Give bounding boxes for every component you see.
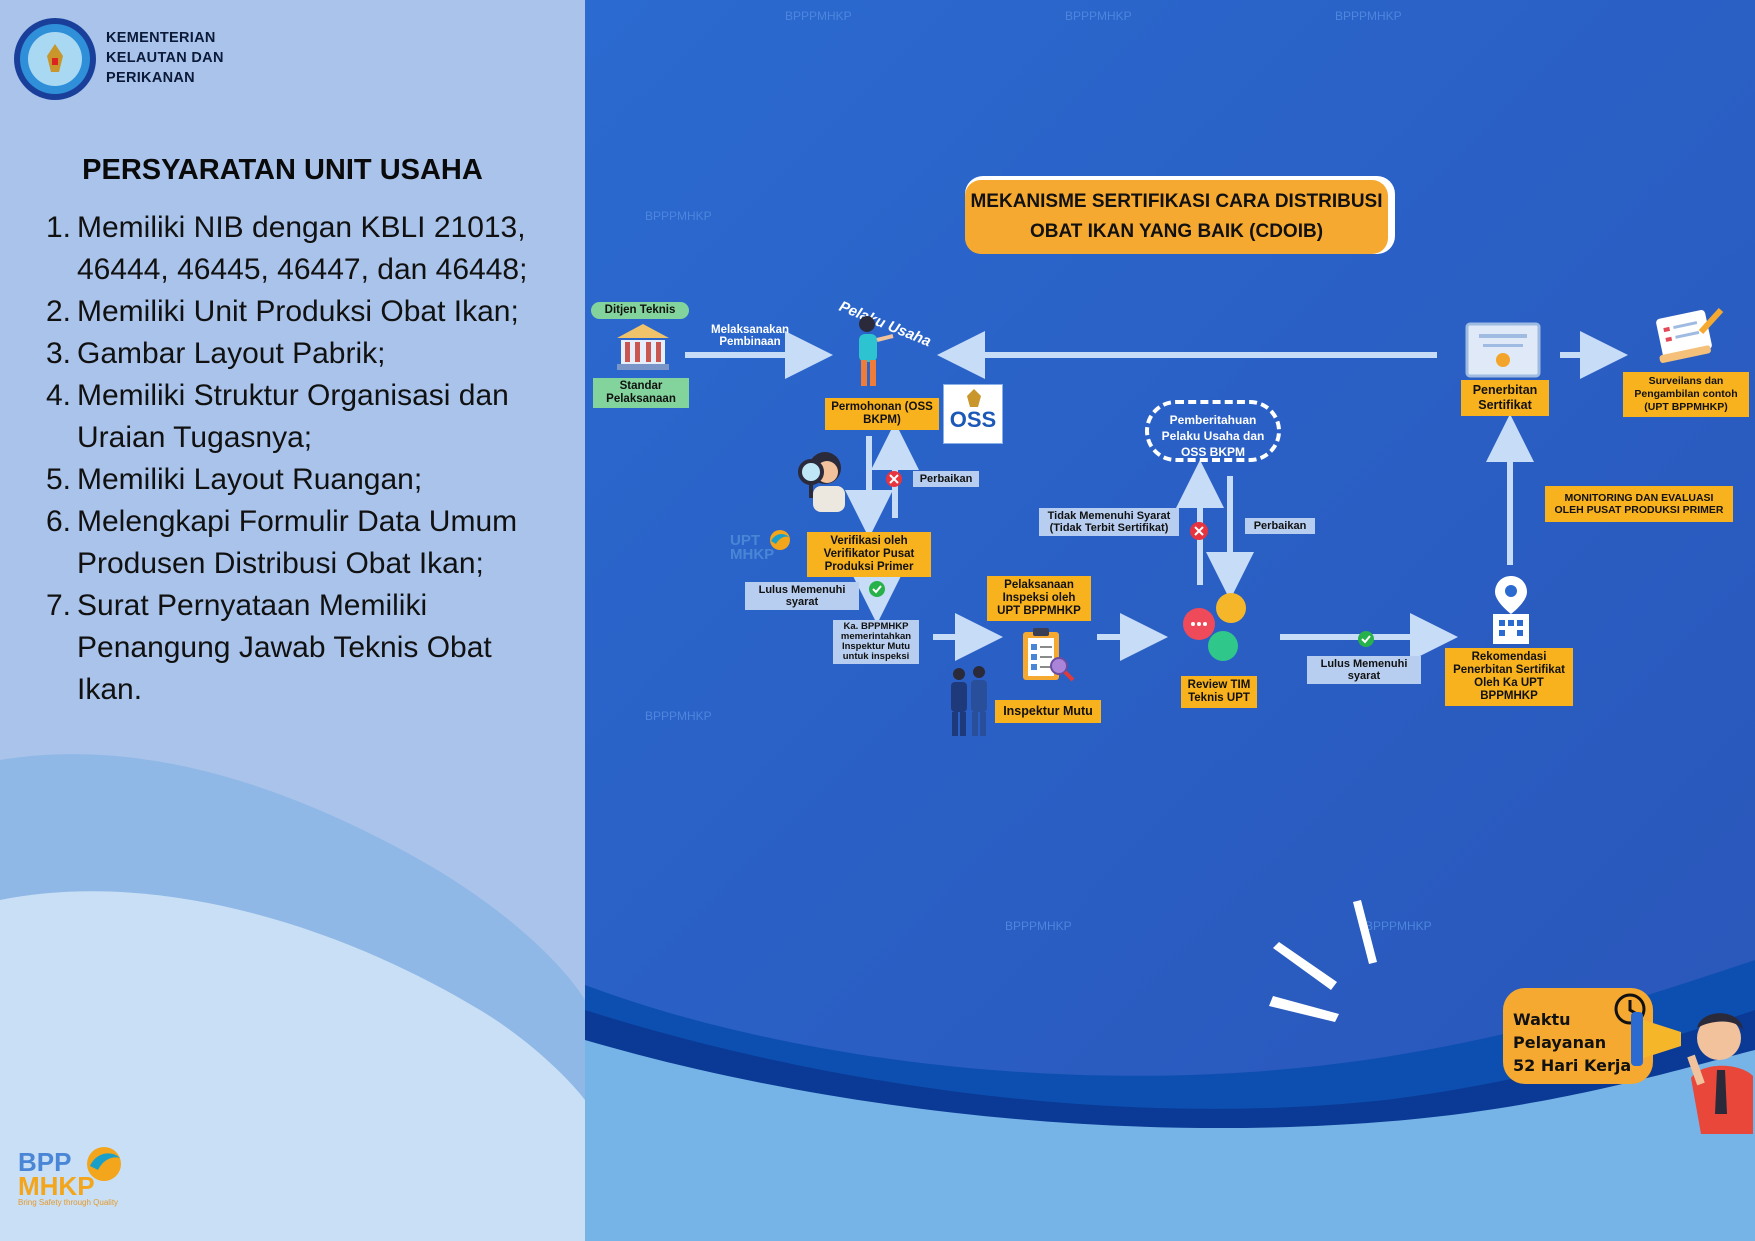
list-item: 5.Memiliki Layout Ruangan; bbox=[46, 463, 423, 496]
oss-logo: OSS bbox=[943, 384, 1003, 444]
list-item: 1.Memiliki NIB dengan KBLI 21013, 46444,… bbox=[46, 211, 528, 286]
garuda-icon bbox=[967, 389, 981, 407]
ministry-logo-icon bbox=[14, 18, 96, 100]
person-icon bbox=[859, 316, 894, 386]
inspectors-icon bbox=[951, 666, 987, 736]
permohonan-label: Permohonan (OSS BKPM) bbox=[825, 398, 939, 430]
upt-logo: UPT MHKP bbox=[730, 530, 794, 562]
monitoring-label: MONITORING DAN EVALUASI OLEH PUSAT PRODU… bbox=[1545, 486, 1733, 522]
list-item: 4.Memiliki Struktur Organisasi dan Uraia… bbox=[46, 379, 509, 454]
svg-text:BPPPMHKP: BPPPMHKP bbox=[1065, 9, 1132, 23]
lulus-memenuhi-syarat-label: Lulus Memenuhi syarat bbox=[745, 582, 859, 610]
tidak-memenuhi-label: Tidak Memenuhi Syarat (Tidak Terbit Sert… bbox=[1039, 508, 1179, 536]
list-item: 6.Melengkapi Formulir Data Umum Produsen… bbox=[46, 505, 518, 580]
ministry-name: KEMENTERIAN KELAUTAN DAN PERIKANAN bbox=[106, 30, 224, 86]
list-item: 7.Surat Pernyataan Memiliki Penangung Ja… bbox=[46, 589, 492, 706]
verifier-magnifier-icon bbox=[798, 452, 845, 512]
inspektur-mutu-label: Inspektur Mutu bbox=[995, 700, 1101, 723]
bppmhkp-logo-icon bbox=[87, 1147, 121, 1181]
left-background-waves bbox=[0, 754, 585, 1241]
location-building-icon bbox=[1493, 576, 1529, 644]
waktu-pelayanan-box: Waktu Pelayanan 52 Hari Kerja bbox=[1503, 988, 1653, 1084]
verifikasi-label: Verifikasi oleh Verifikator Pusat Produk… bbox=[807, 532, 931, 577]
reject-icon bbox=[1190, 522, 1208, 540]
clipboard-icon bbox=[1023, 628, 1075, 682]
perbaikan-label: Perbaikan bbox=[1245, 518, 1315, 534]
reject-icon bbox=[886, 471, 902, 487]
right-background-waves: BPPPMHKP BPPPMHKP BPPPMHKP BPPPMHKP BPPP… bbox=[585, 9, 1755, 1241]
svg-text:BPPPMHKP: BPPPMHKP bbox=[1365, 919, 1432, 933]
bppmhkp-logo: BPP MHKP Bring Safety through Quality bbox=[18, 1147, 138, 1207]
certificate-icon bbox=[1465, 322, 1541, 378]
pelaksanaan-inspeksi-label: Pelaksanaan Inspeksi oleh UPT BPPMHKP bbox=[987, 576, 1091, 621]
check-icon bbox=[869, 581, 885, 597]
svg-text:BPPPMHKP: BPPPMHKP bbox=[645, 709, 712, 723]
svg-text:BPPPMHKP: BPPPMHKP bbox=[1005, 919, 1072, 933]
melaksanakan-pembinaan-label: Melaksanakan Pembinaan bbox=[711, 324, 789, 348]
lulus-memenuhi-syarat-label: Lulus Memenuhi syarat bbox=[1307, 656, 1421, 684]
review-tim-label: Review TIM Teknis UPT bbox=[1181, 676, 1257, 708]
svg-text:BPPPMHKP: BPPPMHKP bbox=[645, 209, 712, 223]
ditjen-teknis-label: Ditjen Teknis bbox=[591, 302, 689, 319]
pemberitahuan-bubble: Pemberitahuan Pelaku Usaha dan OSS BKPM bbox=[1145, 400, 1281, 462]
rekomendasi-label: Rekomendasi Penerbitan Sertifikat Oleh K… bbox=[1445, 648, 1573, 706]
megaphone-man-icon bbox=[1631, 1012, 1753, 1134]
standar-pelaksanaan-label: Standar Pelaksanaan bbox=[593, 378, 689, 408]
list-item: 2.Memiliki Unit Produksi Obat Ikan; bbox=[46, 295, 519, 328]
svg-text:BPPPMHKP: BPPPMHKP bbox=[785, 9, 852, 23]
surveilans-label: Surveilans dan Pengambilan contoh (UPT B… bbox=[1623, 372, 1749, 417]
requirements-list: 1.Memiliki NIB dengan KBLI 21013, 46444,… bbox=[42, 207, 552, 711]
list-item: 3.Gambar Layout Pabrik; bbox=[46, 337, 386, 370]
checklist-pencil-icon bbox=[1656, 307, 1724, 363]
penerbitan-sertifikat-label: Penerbitan Sertifikat bbox=[1461, 380, 1549, 416]
requirements-title: PERSYARATAN UNIT USAHA bbox=[82, 154, 483, 186]
burst-lines-icon bbox=[1269, 900, 1377, 1022]
perbaikan-label: Perbaikan bbox=[913, 471, 979, 487]
review-chat-icon bbox=[1183, 593, 1246, 661]
mechanism-panel: BPPPMHKP BPPPMHKP BPPPMHKP BPPPMHKP BPPP… bbox=[585, 0, 1755, 1241]
svg-text:BPPPMHKP: BPPPMHKP bbox=[1335, 9, 1402, 23]
diagram-title: MEKANISME SERTIFIKASI CARA DISTRIBUSI OB… bbox=[965, 180, 1388, 254]
ka-bppmhkp-label: Ka. BPPMHKP memerintahkan Inspektur Mutu… bbox=[833, 620, 919, 664]
check-icon bbox=[1358, 631, 1374, 647]
upt-logo-icon bbox=[770, 530, 790, 550]
requirements-panel: KEMENTERIAN KELAUTAN DAN PERIKANAN PERSY… bbox=[0, 0, 585, 1241]
building-icon bbox=[617, 324, 669, 370]
